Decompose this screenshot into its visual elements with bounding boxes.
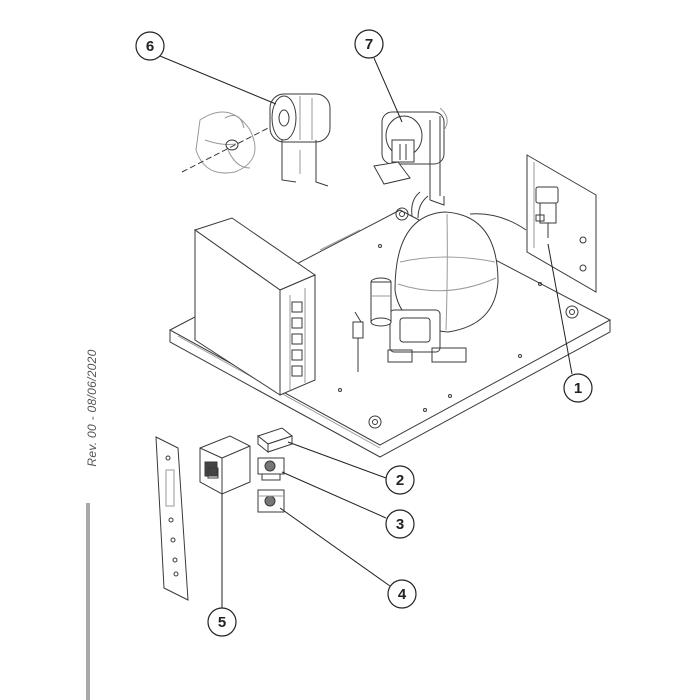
callout-label: 5 (218, 614, 226, 631)
revision-text: Rev. 00 - 08/06/2020 (85, 349, 99, 467)
callout-4: 4 (387, 579, 417, 609)
callout-3: 3 (385, 509, 415, 539)
callout-label: 3 (396, 516, 404, 533)
thermostat-component (257, 457, 285, 481)
callout-label: 6 (146, 38, 154, 55)
compressor (387, 191, 527, 363)
callout-2: 2 (385, 465, 415, 495)
condenser (193, 217, 317, 396)
start-capacitor (370, 277, 392, 327)
callout-label: 4 (398, 586, 407, 603)
callout-7: 7 (354, 29, 384, 59)
filter-drier (352, 311, 364, 372)
fan-motor (181, 93, 331, 187)
solenoid-valve (526, 154, 597, 293)
callout-6: 6 (135, 31, 165, 61)
leader-lines (159, 55, 573, 608)
callout-label: 7 (365, 36, 373, 53)
controller-unit (199, 435, 251, 495)
relay-component (256, 427, 294, 454)
revision-bar (86, 503, 90, 700)
callout-label: 2 (396, 472, 404, 489)
switch-component (257, 489, 285, 513)
callout-1: 1 (563, 373, 593, 403)
motor-bracket-assembly (373, 107, 448, 206)
mounting-plate (155, 436, 189, 601)
callout-5: 5 (207, 607, 237, 637)
callout-label: 1 (574, 380, 582, 397)
